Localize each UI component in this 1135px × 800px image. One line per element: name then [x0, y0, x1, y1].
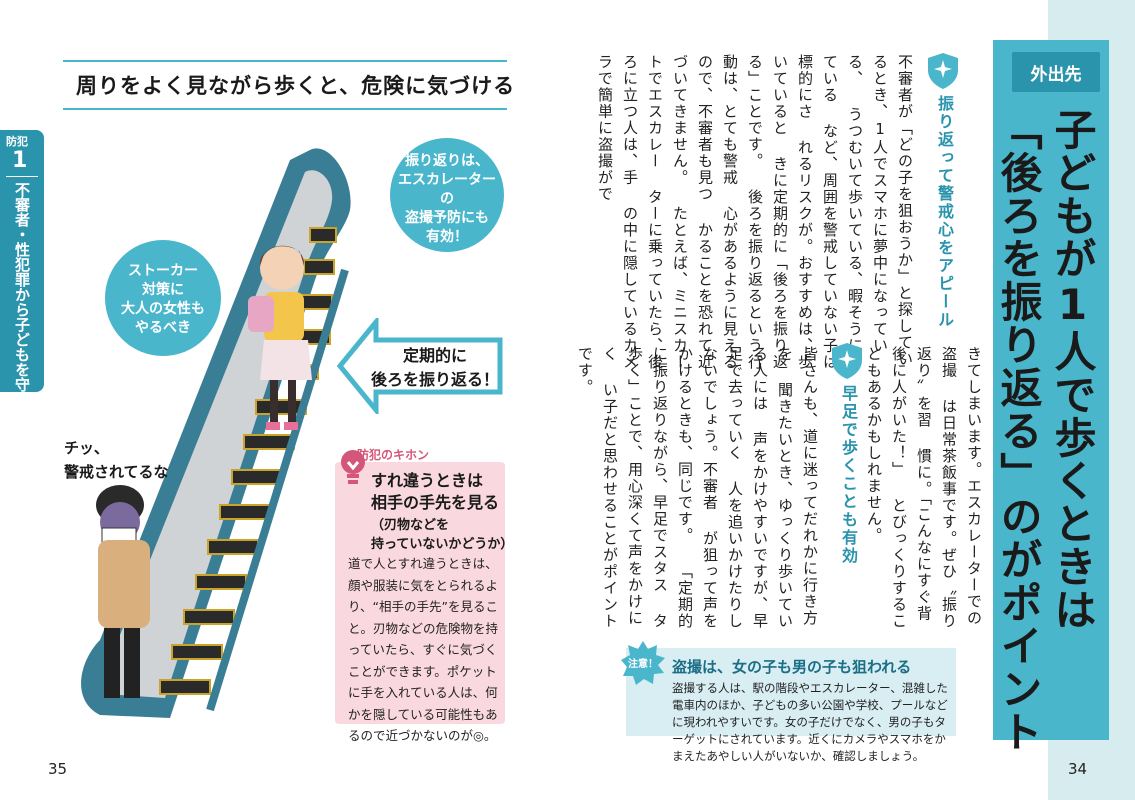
tips-box: [335, 462, 505, 724]
section2-col: 声をかけやすいですが、早足で去っていく: [726, 346, 769, 630]
lightbulb-icon: [341, 450, 365, 484]
title-band: [993, 40, 1109, 740]
shield-icon: [832, 343, 862, 379]
tips-subtitle: （刃物などを 持っていないかどうか）: [371, 518, 514, 552]
section1-col: るとき、1人でスマホに夢中になっている、: [846, 54, 889, 354]
arrow-callout-text: 定期的に 後ろを振り返る！: [370, 346, 499, 389]
section2-intro: きてしまいます。エスカレーターでの盗撮 は日常茶飯事です。ぜひ〝振り返り〟を習 …: [865, 346, 986, 636]
caution-burst-icon: 注意！: [621, 641, 665, 685]
chapter-tab-text: 不審者・性犯罪から子どもを守る: [13, 182, 31, 407]
chapter-tab-divider: [6, 176, 38, 177]
section2-col: 人を追いかけたりしないでしょう。不審者: [701, 346, 744, 630]
page-number-left: 35: [48, 760, 68, 778]
section2-col: い子だと思わせることがポイントです。: [576, 346, 619, 630]
bubble-shape: [105, 240, 221, 356]
headline-rule-top: [63, 60, 507, 62]
chapter-tab-label: 防犯: [6, 135, 28, 148]
tips-text: 道で人とすれ違うときは、顔や服装に気をとられるより、“相手の手先”を見ること。刃…: [348, 556, 499, 743]
girl-figure: [248, 245, 312, 430]
section1-col: かることを恐れて近づいてきません。: [671, 54, 714, 371]
villain-speech: チッ、 警戒されてるな: [64, 439, 169, 481]
arrow-callout-shape: [336, 318, 503, 414]
tips-title: すれ違うときは 相手の手先を見る: [371, 471, 500, 512]
section1-col: れるリスクが。おすすめは、歩いていると: [771, 54, 814, 371]
section2-intro-col: 慣に。「こんなにすぐ背後に人がいた！」: [890, 346, 933, 622]
section1-col: など、周囲を警戒していない子は標的にさ: [796, 54, 839, 371]
section2-intro-col: は日常茶飯事です。ぜひ〝振り返り〟を習: [915, 346, 958, 630]
caution-badge: 注意！: [628, 657, 658, 670]
section2-col: 皆さんも、道に迷ってだれかに行き方を: [776, 346, 819, 627]
man-figure: [96, 485, 150, 698]
page-title-line1: 子どもが1人で歩くときは: [1048, 108, 1097, 631]
bubble-escalator: 振り返りは、 エスカレーターの 盗撮予防にも 有効！: [398, 153, 496, 245]
caution-title: 盗撮は、女の子も男の子も狙われる: [672, 658, 912, 676]
headline-rule-bottom: [63, 108, 507, 110]
section2-heading: 早足で歩くことも有効: [839, 385, 858, 565]
section1-col: きに定期的に「後ろを振り返る」ことです。: [746, 54, 789, 371]
chapter-tab: [0, 130, 44, 392]
section1-col: 後ろを振り返るという行動は、とても警戒: [721, 54, 764, 371]
section1-col: うつむいて歩いている、暇そうにしている: [821, 54, 864, 371]
page-title-line2: 「後ろを振り返る」のがポイント: [994, 108, 1043, 753]
section2-intro-col: とびっくりすることもあるかもしれません。: [865, 346, 908, 630]
section1-col: の中に隠しているカメラで簡単に盗撮がで: [596, 54, 639, 371]
section2-col: 聞きたいとき、ゆっくり歩いている人には: [751, 346, 794, 630]
left-headline: 周りをよく見ながら歩くと、危険に気づける: [76, 74, 516, 98]
section1-col: 不審者が「どの子を狙おうか」と探してい: [896, 54, 914, 368]
section2-col: タ歩く」ことで、用心深くて声をかけにく: [601, 346, 669, 630]
section2-body: 皆さんも、道に迷ってだれかに行き方を 聞きたいとき、ゆっくり歩いている人には 声…: [576, 346, 822, 636]
section1-col: ターに乗っていたら、後ろに立つ人は、手: [621, 54, 664, 371]
caution-text: 盗撮する人は、駅の階段やエスカレーター、混雑した電車内のほか、子どもの多い公園や…: [672, 681, 948, 763]
tips-label: 防犯のキホン: [357, 448, 430, 462]
bubble-shape: [390, 138, 504, 252]
section2-col: が狙って声をかけるときも、同じです。: [676, 346, 719, 630]
shield-icon: [928, 53, 958, 89]
caution-box: [626, 648, 956, 736]
bubble-stalker: ストーカー 対策に 大人の女性も やるべき: [121, 263, 205, 336]
section1-col: たとえば、ミニスカートでエスカレー: [646, 54, 689, 371]
section2-col: 「定期的に振り返りながら、早足でスタス: [651, 346, 694, 630]
page-number-right: 34: [1068, 760, 1088, 778]
chapter-tab-number: 1: [12, 148, 28, 173]
section1-heading: 振り返って警戒心をアピール: [935, 95, 954, 329]
section1-body: 不審者が「どの子を狙おうか」と探してい るとき、1人でスマホに夢中になっている、…: [596, 54, 917, 374]
escalator-illustration: [81, 148, 351, 718]
section1-col: 心があるように見えるので、不審者も見つ: [696, 54, 739, 371]
section2-intro-col: きてしまいます。エスカレーターでの盗撮: [940, 346, 983, 627]
category-tab: 外出先: [1012, 52, 1100, 92]
